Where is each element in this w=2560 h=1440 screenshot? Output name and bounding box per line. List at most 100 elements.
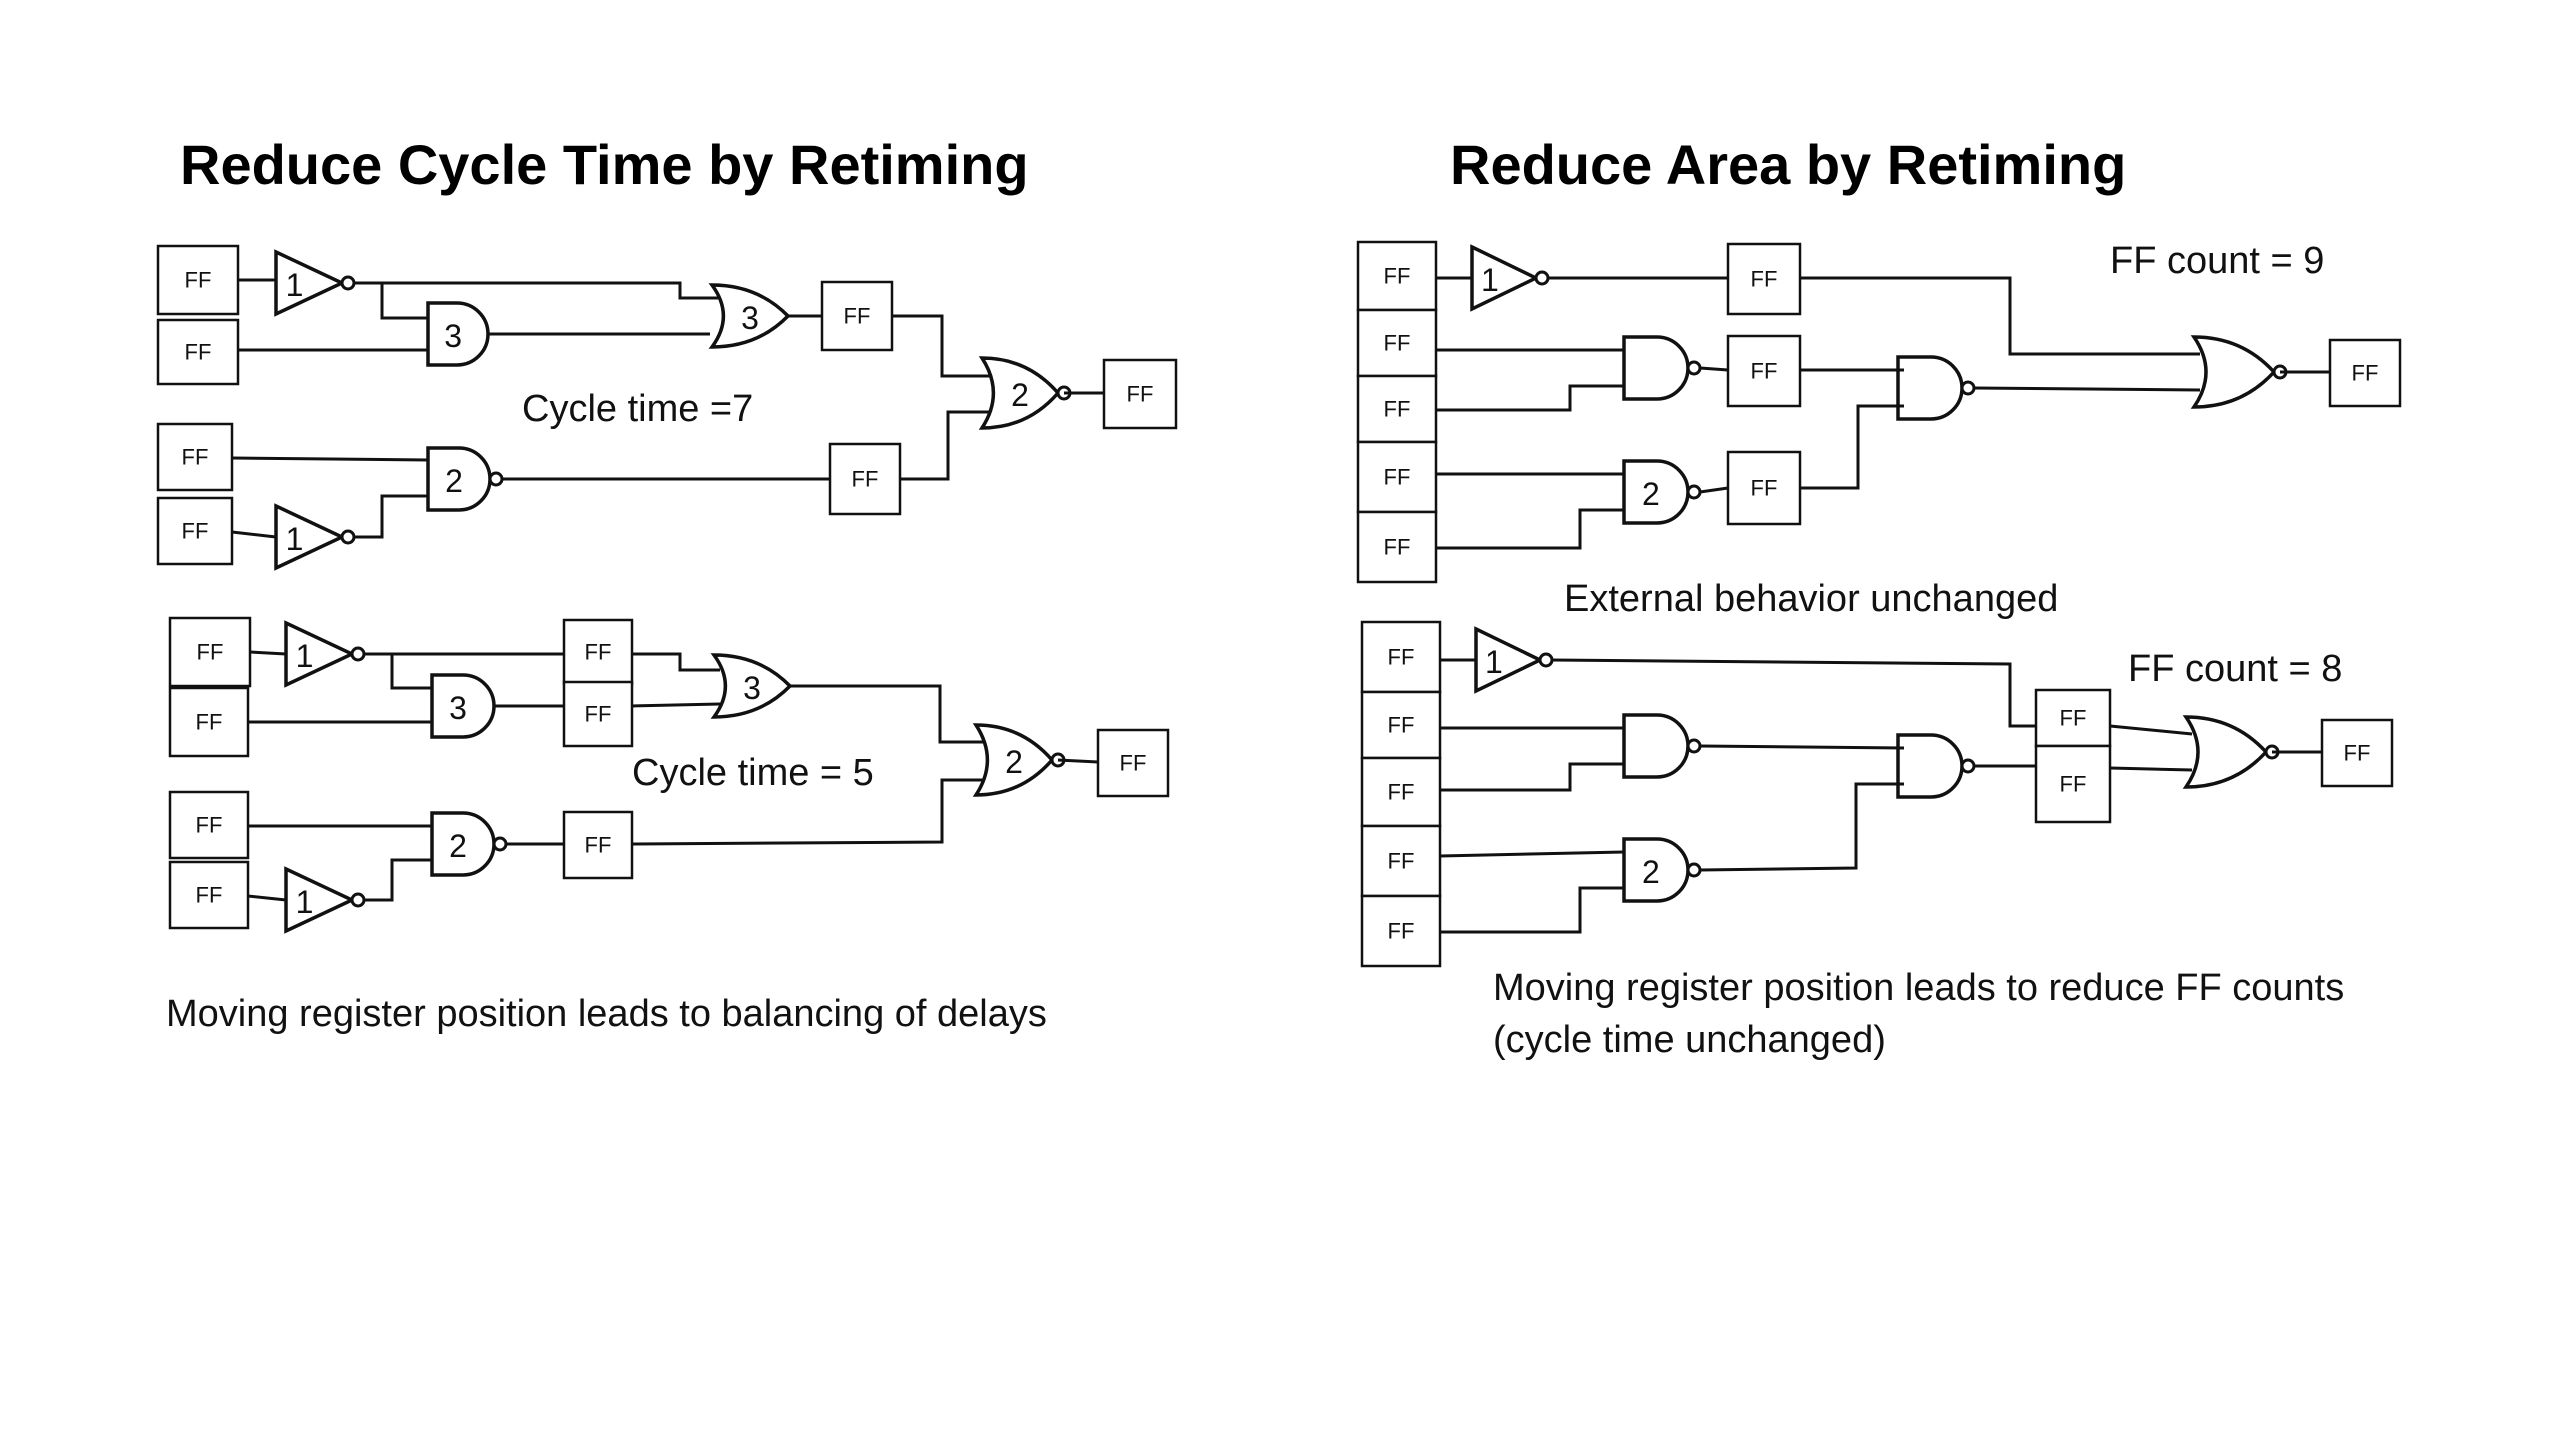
ff-count-8-label: FF count = 8 bbox=[2128, 648, 2343, 690]
gate-delay-label: 2 bbox=[1005, 744, 1023, 780]
ff-input-d-retimed: FF bbox=[168, 860, 250, 930]
flip-flop-label: FF bbox=[1388, 919, 1415, 944]
flip-flop-label: FF bbox=[1388, 780, 1415, 805]
flip-flop-label: FF bbox=[585, 702, 612, 727]
gate-delay-label: 1 bbox=[296, 638, 314, 674]
flip-flop-label: FF bbox=[1384, 331, 1411, 356]
gate-body bbox=[1622, 713, 1690, 779]
flip-flop-box bbox=[1102, 358, 1178, 430]
flip-flop-box bbox=[1356, 240, 1438, 312]
flip-flop-label: FF bbox=[2344, 741, 2371, 766]
flip-flop-label: FF bbox=[1388, 849, 1415, 874]
gate-body bbox=[430, 673, 496, 739]
ff-retimed-3: FF bbox=[562, 810, 634, 880]
flip-flop-box bbox=[2034, 744, 2112, 824]
gate-body bbox=[1896, 733, 1964, 799]
wire bbox=[1440, 886, 1624, 934]
ff-output: FF bbox=[1102, 358, 1178, 430]
gate-body bbox=[978, 356, 1061, 430]
flip-flop-label: FF bbox=[1751, 359, 1778, 384]
flip-flop-box bbox=[156, 496, 234, 566]
gate-delay-label: 1 bbox=[286, 521, 304, 557]
flip-flop-box bbox=[1356, 510, 1438, 584]
wire bbox=[1800, 276, 2200, 356]
inverter-bottom: 1 bbox=[274, 503, 356, 571]
flip-flop-label: FF bbox=[1384, 535, 1411, 560]
wire bbox=[1439, 850, 1625, 858]
gate-bubble bbox=[488, 471, 504, 487]
flip-flop-box bbox=[1096, 728, 1170, 798]
gate-body bbox=[1896, 355, 1964, 421]
gate-bubble bbox=[1686, 862, 1702, 878]
wire bbox=[380, 283, 428, 320]
wire bbox=[631, 778, 984, 846]
gate-body bbox=[1622, 335, 1690, 401]
wire bbox=[1800, 404, 1904, 490]
gate-delay-label: 2 bbox=[1011, 377, 1029, 413]
inverter-body bbox=[274, 249, 347, 317]
left-caption: Moving register position leads to balanc… bbox=[166, 993, 1047, 1035]
nand-gate-r-3-retimed bbox=[1896, 733, 1976, 799]
gate-bubble bbox=[1686, 738, 1702, 754]
nor-gate-r-output bbox=[2190, 335, 2288, 409]
wire bbox=[790, 684, 984, 744]
wire bbox=[632, 652, 720, 672]
wire bbox=[364, 858, 432, 902]
ff-input-d: FF bbox=[156, 496, 234, 566]
flip-flop-label: FF bbox=[196, 710, 223, 735]
nand-gate-top-retimed: 2 bbox=[430, 811, 508, 877]
flip-flop-label: FF bbox=[2060, 772, 2087, 797]
ff-r-retimed-1: FF bbox=[2034, 688, 2112, 748]
inverter-r-top: 1 bbox=[1470, 244, 1550, 312]
ff-r-input-2-retimed: FF bbox=[1360, 690, 1442, 760]
gate-bubble bbox=[1960, 380, 1976, 396]
wire bbox=[631, 702, 721, 708]
wire bbox=[1699, 486, 1729, 494]
or-gate-top: 3 bbox=[708, 283, 791, 349]
flip-flop-label: FF bbox=[1751, 476, 1778, 501]
ff-input-a-retimed: FF bbox=[168, 616, 252, 688]
flip-flop-label: FF bbox=[197, 640, 224, 665]
ff-input-b: FF bbox=[156, 318, 240, 386]
flip-flop-label: FF bbox=[1388, 645, 1415, 670]
right-caption-line-1: Moving register position leads to reduce… bbox=[1493, 967, 2345, 1009]
flip-flop-label: FF bbox=[1120, 751, 1147, 776]
inverter-r-top-retimed: 1 bbox=[1474, 626, 1554, 694]
wire bbox=[1440, 762, 1624, 792]
gate-delay-label: 3 bbox=[741, 300, 759, 336]
gate-delay-label: 1 bbox=[286, 267, 304, 303]
nand-gate-r-1 bbox=[1622, 335, 1702, 401]
flip-flop-label: FF bbox=[1384, 465, 1411, 490]
ff-input-c: FF bbox=[156, 422, 234, 492]
wire bbox=[1973, 386, 2201, 392]
flip-flop-label: FF bbox=[185, 340, 212, 365]
or-gate-top-retimed: 3 bbox=[710, 653, 793, 719]
flip-flop-label: FF bbox=[1388, 713, 1415, 738]
ff-retimed-2: FF bbox=[562, 680, 634, 748]
flip-flop-label: FF bbox=[852, 467, 879, 492]
wire bbox=[892, 314, 990, 378]
right-title: Reduce Area by Retiming bbox=[1450, 133, 2127, 196]
wire bbox=[1551, 658, 2036, 728]
cycle-time-5-label: Cycle time = 5 bbox=[632, 752, 874, 794]
and-gate-top: 3 bbox=[426, 301, 490, 367]
flip-flop-label: FF bbox=[2060, 706, 2087, 731]
ff-mid-top: FF bbox=[820, 280, 894, 352]
ff-r-output-retimed: FF bbox=[2320, 718, 2394, 788]
flip-flop-label: FF bbox=[182, 519, 209, 544]
gate-delay-label: 1 bbox=[1481, 262, 1499, 298]
nand-gate-r-3 bbox=[1896, 355, 1976, 421]
ff-r-input-4-retimed: FF bbox=[1360, 824, 1442, 898]
gate-bubble bbox=[492, 836, 508, 852]
wire bbox=[247, 894, 287, 902]
external-behavior-label: External behavior unchanged bbox=[1564, 578, 2059, 620]
inverter-top-retimed: 1 bbox=[284, 620, 366, 688]
gate-delay-label: 3 bbox=[743, 670, 761, 706]
ff-r-input-4: FF bbox=[1356, 440, 1438, 514]
ff-input-a: FF bbox=[156, 244, 240, 316]
flip-flop-box bbox=[156, 422, 234, 492]
inverter-bubble bbox=[350, 892, 366, 908]
gate-bubble bbox=[1960, 758, 1976, 774]
nand-gate-r-1-retimed bbox=[1622, 713, 1702, 779]
